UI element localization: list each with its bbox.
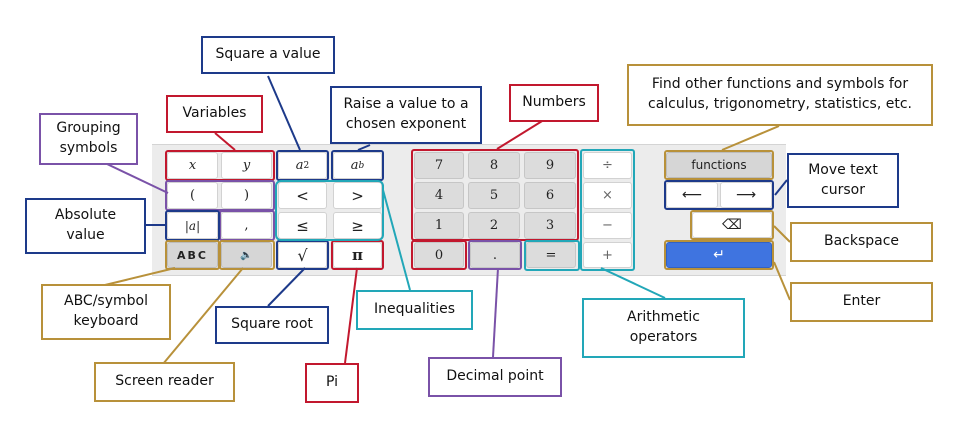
absolute-value-key[interactable]: |a| <box>167 212 218 239</box>
pi-key[interactable]: π <box>333 242 382 268</box>
key-3[interactable]: 3 <box>524 212 576 239</box>
key-1[interactable]: 1 <box>414 212 464 239</box>
functions-button[interactable]: functions <box>666 152 772 178</box>
abc-keyboard-label: ABC/symbol keyboard <box>41 284 171 340</box>
close-paren-label: ) <box>243 188 250 203</box>
decimal-point-label: . <box>492 247 498 263</box>
key-7[interactable]: 7 <box>414 152 464 179</box>
equals-key[interactable]: = <box>526 242 576 268</box>
enter-icon: ↵ <box>713 247 725 263</box>
minus-label: − <box>602 218 613 233</box>
less-equal-key[interactable]: ≤ <box>278 212 327 239</box>
key-9[interactable]: 9 <box>524 152 576 179</box>
screen-reader-label: Screen reader <box>94 362 235 402</box>
screen-reader-key[interactable]: 🔈 <box>221 242 272 268</box>
key-4[interactable]: 4 <box>414 182 464 209</box>
y-key[interactable]: y <box>221 152 272 179</box>
key-0-label: 0 <box>434 247 444 263</box>
functions-label: functions <box>691 158 747 172</box>
multiply-label: × <box>602 188 613 203</box>
cursor-left-button[interactable]: ⟵ <box>666 182 718 208</box>
close-paren-key[interactable]: ) <box>221 182 272 209</box>
key-9-label: 9 <box>545 158 555 173</box>
absolute-value-label: Absolute value <box>25 198 146 254</box>
key-5-label: 5 <box>489 188 499 203</box>
pi-label: π <box>352 246 363 264</box>
square-root-key[interactable]: √ <box>278 242 327 268</box>
abc-label: ABC <box>177 248 208 262</box>
y-key-label: y <box>242 158 251 173</box>
less-than-key[interactable]: < <box>278 182 327 209</box>
absolute-value-label: |a| <box>184 218 201 233</box>
move-cursor-label: Move text cursor <box>787 153 899 208</box>
comma-key[interactable]: , <box>221 212 272 239</box>
divide-label: ÷ <box>602 158 613 173</box>
square-a-value-label: Square a value <box>201 36 335 74</box>
key-3-label: 3 <box>545 218 555 233</box>
key-0[interactable]: 0 <box>414 242 464 268</box>
enter-button[interactable]: ↵ <box>666 242 772 268</box>
grouping-symbols-label: Grouping symbols <box>39 113 138 165</box>
decimal-point-label: Decimal point <box>428 357 562 397</box>
enter-label: Enter <box>790 282 933 322</box>
comma-label: , <box>244 218 249 233</box>
arithmetic-operators-label: Arithmetic operators <box>582 298 745 358</box>
backspace-icon: ⌫ <box>722 217 742 233</box>
right-arrow-icon: ⟶ <box>735 187 757 203</box>
key-6-label: 6 <box>545 188 555 203</box>
backspace-label: Backspace <box>790 222 933 262</box>
variables-label: Variables <box>166 95 263 133</box>
divide-key[interactable]: ÷ <box>583 152 632 179</box>
greater-equal-key[interactable]: ≥ <box>333 212 382 239</box>
plus-label: + <box>602 247 613 263</box>
square-key-base: a <box>295 158 304 173</box>
greater-than-key[interactable]: > <box>333 182 382 209</box>
x-key[interactable]: x <box>167 152 218 179</box>
open-paren-label: ( <box>189 188 196 203</box>
numbers-label: Numbers <box>509 84 599 122</box>
inequalities-label: Inequalities <box>356 290 473 330</box>
key-1-label: 1 <box>434 218 444 233</box>
key-6[interactable]: 6 <box>524 182 576 209</box>
open-paren-key[interactable]: ( <box>167 182 218 209</box>
multiply-key[interactable]: × <box>583 182 632 209</box>
key-7-label: 7 <box>434 158 444 173</box>
sqrt-label: √ <box>297 245 308 265</box>
backspace-button[interactable]: ⌫ <box>692 212 772 238</box>
raise-exponent-label: Raise a value to a chosen exponent <box>330 86 482 144</box>
less-than-label: < <box>296 186 309 205</box>
abc-keyboard-key[interactable]: ABC <box>167 242 218 268</box>
cursor-right-button[interactable]: ⟶ <box>720 182 772 208</box>
greater-than-label: > <box>351 186 364 205</box>
key-8-label: 8 <box>489 158 499 173</box>
x-key-label: x <box>188 158 197 173</box>
key-8[interactable]: 8 <box>468 152 520 179</box>
exponent-key-base: a <box>350 158 359 173</box>
key-4-label: 4 <box>434 188 444 203</box>
speaker-icon: 🔈 <box>240 249 253 261</box>
equals-label: = <box>545 247 557 263</box>
pi-label: Pi <box>305 363 359 403</box>
left-arrow-icon: ⟵ <box>681 187 703 203</box>
key-2-label: 2 <box>489 218 499 233</box>
key-2[interactable]: 2 <box>468 212 520 239</box>
find-functions-label: Find other functions and symbols for cal… <box>627 64 933 126</box>
exponent-key-exponent: b <box>358 160 365 171</box>
decimal-point-key[interactable]: . <box>470 242 520 268</box>
plus-key[interactable]: + <box>583 242 632 268</box>
greater-equal-label: ≥ <box>351 216 364 235</box>
key-5[interactable]: 5 <box>468 182 520 209</box>
square-root-label: Square root <box>215 306 329 344</box>
square-key-exponent: 2 <box>303 160 310 171</box>
less-equal-label: ≤ <box>296 216 309 235</box>
minus-key[interactable]: − <box>583 212 632 239</box>
